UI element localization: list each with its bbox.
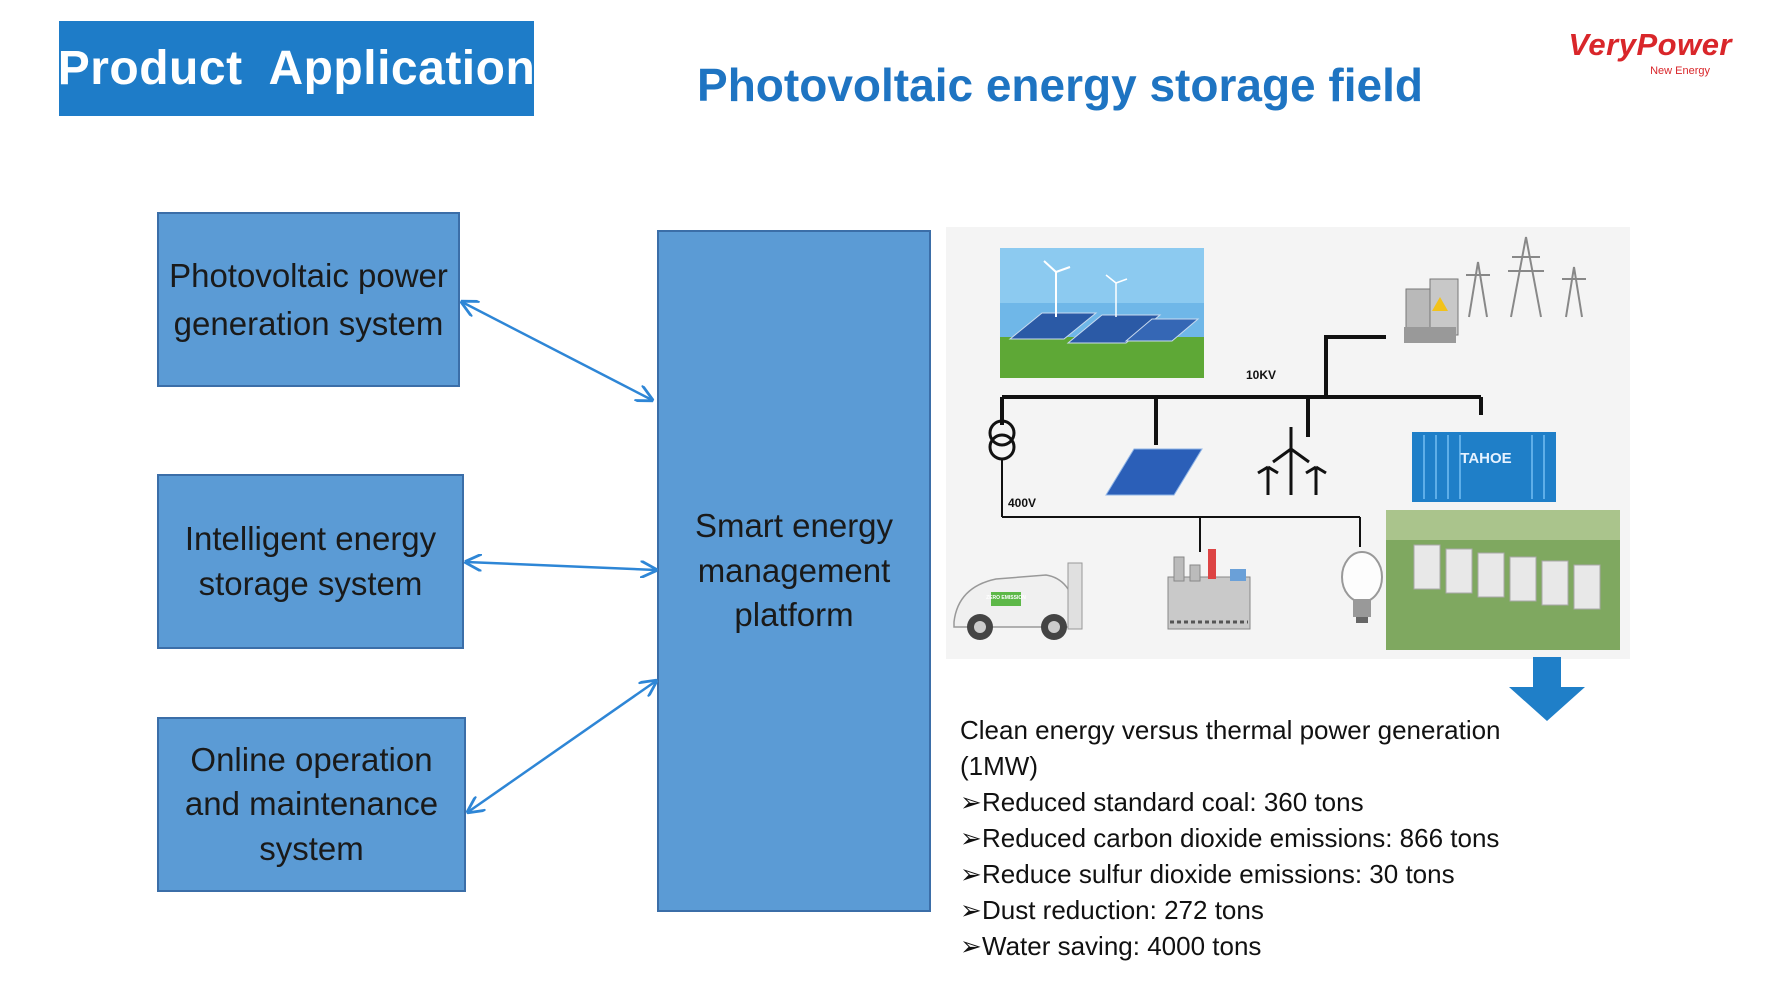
benefit-item-coal: ➢Reduced standard coal: 360 tons [960, 784, 1520, 820]
arrow-om-to-platform [468, 681, 656, 812]
light-bulb-icon [1342, 552, 1382, 623]
label-10kv: 10KV [1246, 368, 1276, 382]
benefit-item-co2: ➢Reduced carbon dioxide emissions: 866 t… [960, 820, 1520, 856]
transmission-tower-icon [1466, 237, 1586, 317]
grid-illustration: 10KV 400V [946, 227, 1630, 659]
label-400v: 400V [1008, 496, 1036, 510]
wind-turbine-icon [1258, 427, 1326, 495]
benefit-item-water: ➢Water saving: 4000 tons [960, 928, 1520, 964]
storage-container-icon: TAHOE [1412, 432, 1556, 502]
container-brand-label: TAHOE [1460, 450, 1511, 467]
benefit-item-so2: ➢Reduce sulfur dioxide emissions: 30 ton… [960, 856, 1520, 892]
solar-panel-icon [1106, 449, 1202, 495]
substation-icon [1404, 279, 1458, 343]
transformer-symbol [990, 421, 1014, 459]
factory-icon [1168, 549, 1250, 629]
benefit-item-dust: ➢Dust reduction: 272 tons [960, 892, 1520, 928]
car-sticker-label: ZERO EMISSION [986, 595, 1026, 601]
storage-site-image [1386, 510, 1620, 650]
electric-car-icon: ZERO EMISSION [954, 563, 1082, 640]
solar-farm-image [1000, 248, 1204, 378]
clean-energy-benefits: Clean energy versus thermal power genera… [960, 712, 1520, 964]
arrow-pv-to-platform [462, 302, 652, 400]
arrow-storage-to-platform [466, 562, 656, 570]
benefits-heading: Clean energy versus thermal power genera… [960, 712, 1520, 784]
